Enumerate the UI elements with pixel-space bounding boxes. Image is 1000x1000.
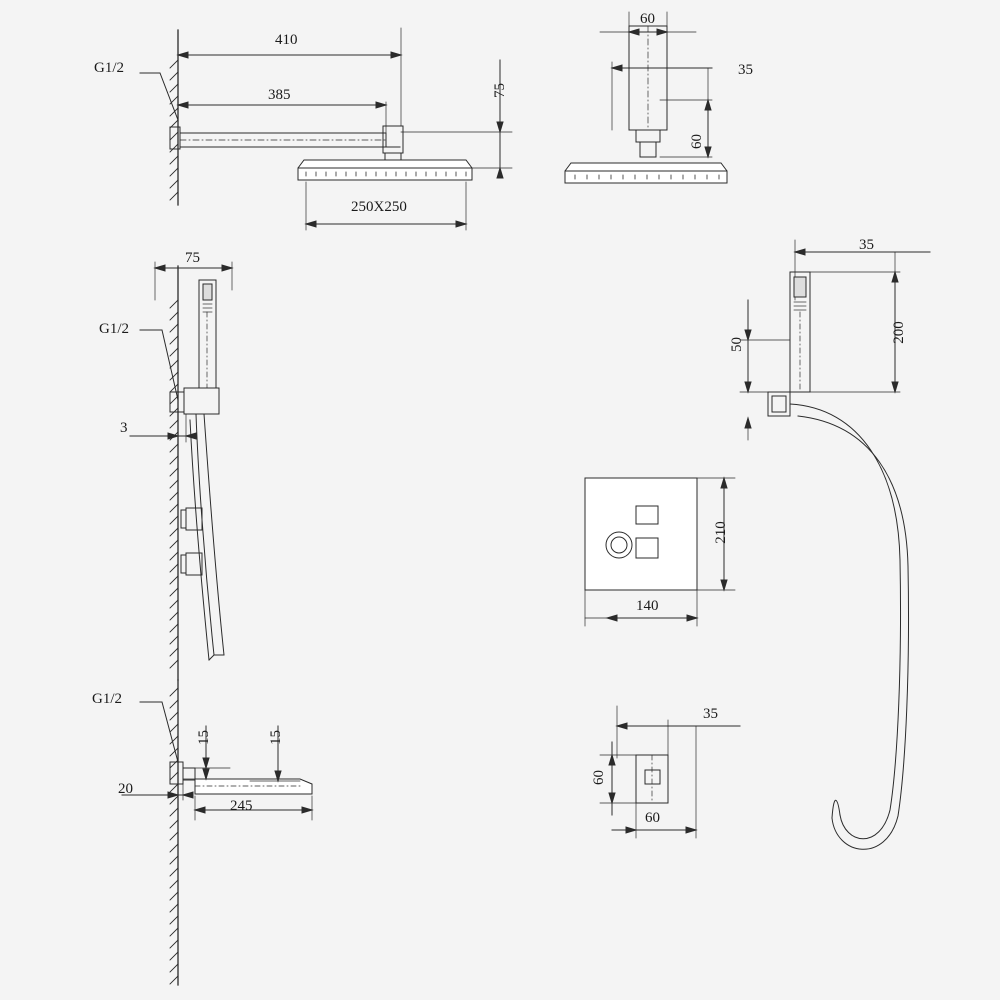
dim-label-15-spout: 15 xyxy=(268,730,284,745)
dim-label-50: 50 xyxy=(729,337,745,352)
dim-label-60-elbow-v: 60 xyxy=(591,770,607,785)
dim-label-385: 385 xyxy=(268,87,291,103)
dim-label-60-top: 60 xyxy=(640,11,655,27)
dim-label-210: 210 xyxy=(712,521,729,544)
dim-label-245: 245 xyxy=(230,798,253,814)
dim-label-250x250: 250X250 xyxy=(351,199,407,215)
dim-label-140: 140 xyxy=(636,598,659,614)
dim-label-60-elbow-h: 60 xyxy=(645,810,660,826)
dim-label-g12-bottom-left: G1/2 xyxy=(92,691,122,707)
dim-label-35-handset: 35 xyxy=(859,237,874,253)
dim-label-75-drop: 75 xyxy=(492,83,508,98)
dim-label-15-inlet: 15 xyxy=(196,730,212,745)
dim-label-410: 410 xyxy=(275,32,298,48)
dim-label-g12-top-left: G1/2 xyxy=(94,60,124,76)
dim-label-200: 200 xyxy=(890,321,907,344)
dim-label-35-top-right: 35 xyxy=(738,62,753,78)
dim-label-g12-mid-left: G1/2 xyxy=(99,321,129,337)
dim-label-20: 20 xyxy=(118,781,133,797)
dim-label-35-elbow: 35 xyxy=(703,706,718,722)
dim-label-3: 3 xyxy=(120,420,128,436)
dim-label-75-holder: 75 xyxy=(185,250,200,266)
dim-label-60-mid: 60 xyxy=(689,134,705,149)
